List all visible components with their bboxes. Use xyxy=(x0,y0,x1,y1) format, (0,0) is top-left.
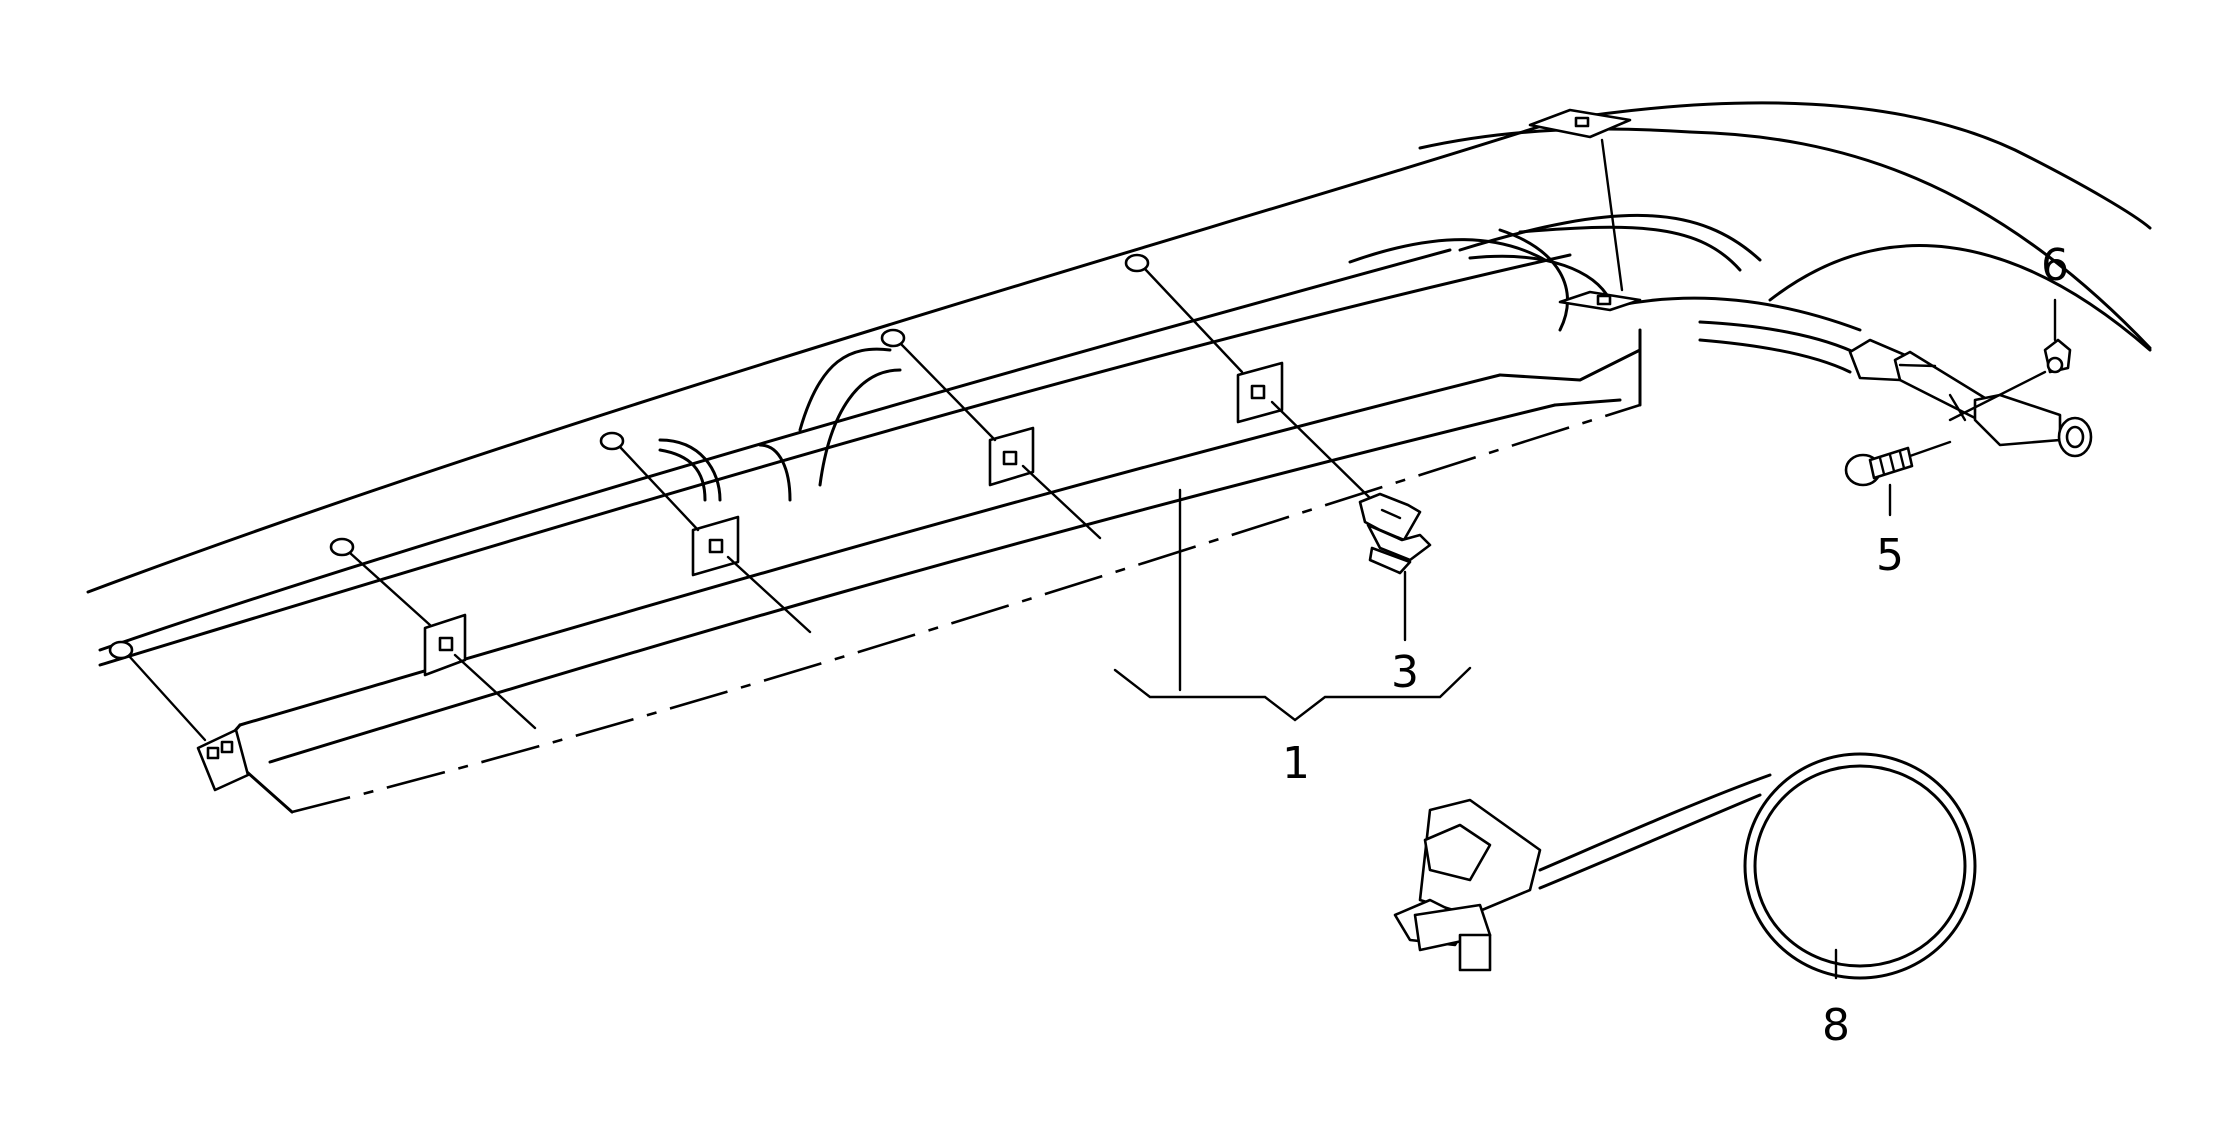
washer-hose xyxy=(1698,320,2093,458)
wiring-harness-part-8 xyxy=(1393,752,1977,980)
brackets xyxy=(196,108,1642,792)
callout-5: 5 xyxy=(1876,530,1904,581)
clip-part-6 xyxy=(1948,298,2072,422)
mounting-holes xyxy=(108,253,1150,660)
clip-part-3 xyxy=(1358,492,1432,575)
callout-8: 8 xyxy=(1822,1000,1850,1051)
callout-1: 1 xyxy=(1282,738,1310,789)
reinforcement-strip xyxy=(218,238,1642,814)
callout-6: 6 xyxy=(2041,240,2069,291)
callout-3: 3 xyxy=(1391,647,1419,698)
bumper-body xyxy=(86,101,2152,667)
screw-part-5 xyxy=(1844,440,1952,517)
callout-brackets xyxy=(1113,488,1472,722)
hole-leaders xyxy=(127,138,1624,742)
